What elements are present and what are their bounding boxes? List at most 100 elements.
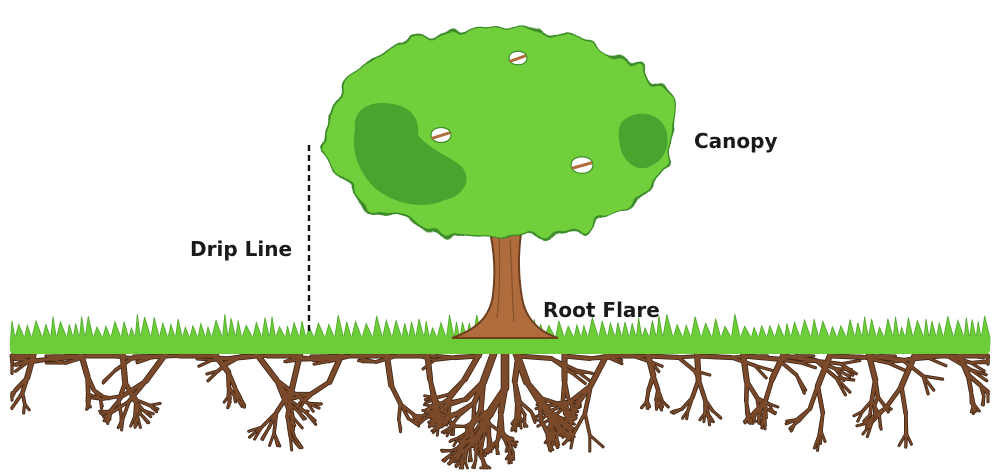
root-segment xyxy=(869,399,873,416)
root-segment xyxy=(511,451,514,461)
root-segment xyxy=(574,368,594,375)
root-segment xyxy=(450,448,466,455)
root-segment xyxy=(239,397,246,406)
root-segment xyxy=(899,351,918,389)
root-segment xyxy=(422,409,429,413)
root-segment xyxy=(112,400,131,413)
root-segment xyxy=(490,442,493,450)
root-segment xyxy=(694,351,701,382)
root-segment xyxy=(745,379,759,400)
root-segment xyxy=(196,358,214,361)
root-segment xyxy=(901,358,925,378)
root-segment xyxy=(758,411,761,423)
root-segment xyxy=(505,436,512,441)
root-segment xyxy=(516,400,521,417)
root-segment xyxy=(645,354,681,360)
root-segment xyxy=(560,431,566,437)
root-segment xyxy=(461,437,467,447)
root-segment xyxy=(22,403,26,414)
root-segment xyxy=(435,354,456,359)
root-segment xyxy=(743,412,755,423)
root-segment xyxy=(703,412,706,423)
root-segment xyxy=(285,387,294,419)
root-segment xyxy=(87,393,103,400)
root-segment xyxy=(412,413,418,425)
root-segment xyxy=(14,376,29,392)
root-segment xyxy=(969,368,988,382)
root-segment xyxy=(453,437,459,447)
root-segment xyxy=(110,354,134,360)
root-segment xyxy=(227,395,231,403)
root-segment xyxy=(558,416,568,421)
branch-bit xyxy=(571,161,593,170)
root-segment xyxy=(463,379,486,402)
root-segment xyxy=(544,436,550,444)
root-segment xyxy=(85,374,90,394)
root-segment xyxy=(14,391,24,404)
root-segment xyxy=(248,426,263,438)
root-segment xyxy=(795,374,806,394)
root-segment xyxy=(557,418,561,429)
root-segment xyxy=(24,351,36,381)
root-segment xyxy=(886,361,905,371)
root-segment xyxy=(562,430,570,436)
root-segment xyxy=(430,409,444,415)
root-segment xyxy=(765,407,777,414)
root-segment xyxy=(431,426,439,432)
root-segment xyxy=(289,435,293,451)
root-segment xyxy=(538,401,543,422)
root-segment xyxy=(567,422,572,440)
root-segment xyxy=(459,401,476,416)
root-segment xyxy=(499,430,507,438)
root-segment xyxy=(296,409,305,420)
root-segment xyxy=(86,400,90,410)
root-segment xyxy=(768,402,774,413)
root-segment xyxy=(474,444,481,451)
root-segment xyxy=(453,412,462,424)
root-segment xyxy=(835,376,847,396)
root-segment xyxy=(447,395,452,415)
root-segment xyxy=(546,431,550,443)
branch-bit xyxy=(431,131,451,140)
root-segment xyxy=(469,452,473,462)
root-segment xyxy=(813,434,820,449)
root-segment xyxy=(562,354,592,361)
root-segment xyxy=(236,398,245,407)
root-segment xyxy=(113,356,134,372)
root-segment xyxy=(284,390,296,395)
root-segment xyxy=(398,418,402,433)
root-segment xyxy=(749,412,755,425)
root-segment xyxy=(690,378,701,400)
root-segment xyxy=(311,380,331,395)
root-segment xyxy=(574,368,591,382)
root-segment xyxy=(438,412,441,428)
root-segment xyxy=(687,396,694,412)
root-segment xyxy=(475,430,482,438)
root-segment xyxy=(558,422,572,432)
root-segment xyxy=(283,392,296,401)
root-segment xyxy=(440,449,452,452)
root-segment xyxy=(443,412,450,426)
root-segment xyxy=(505,452,511,460)
root-segment xyxy=(979,384,985,398)
root-segment xyxy=(478,379,486,411)
root-segment xyxy=(293,392,310,405)
root-segment xyxy=(389,383,403,407)
root-segment xyxy=(589,434,604,448)
root-segment xyxy=(464,425,472,440)
root-segment xyxy=(583,383,593,415)
root-segment xyxy=(753,364,774,372)
root-segment xyxy=(436,426,439,436)
root-segment xyxy=(292,416,295,431)
root-segment xyxy=(707,412,715,423)
root-segment xyxy=(884,384,903,410)
root-segment xyxy=(969,390,973,404)
root-segment xyxy=(233,385,239,401)
root-segment xyxy=(207,369,220,382)
root-segment xyxy=(922,375,929,395)
root-segment xyxy=(685,409,689,420)
root-segment xyxy=(573,412,587,434)
root-segment xyxy=(292,416,303,429)
root-segment xyxy=(454,425,466,428)
root-segment xyxy=(518,400,533,413)
